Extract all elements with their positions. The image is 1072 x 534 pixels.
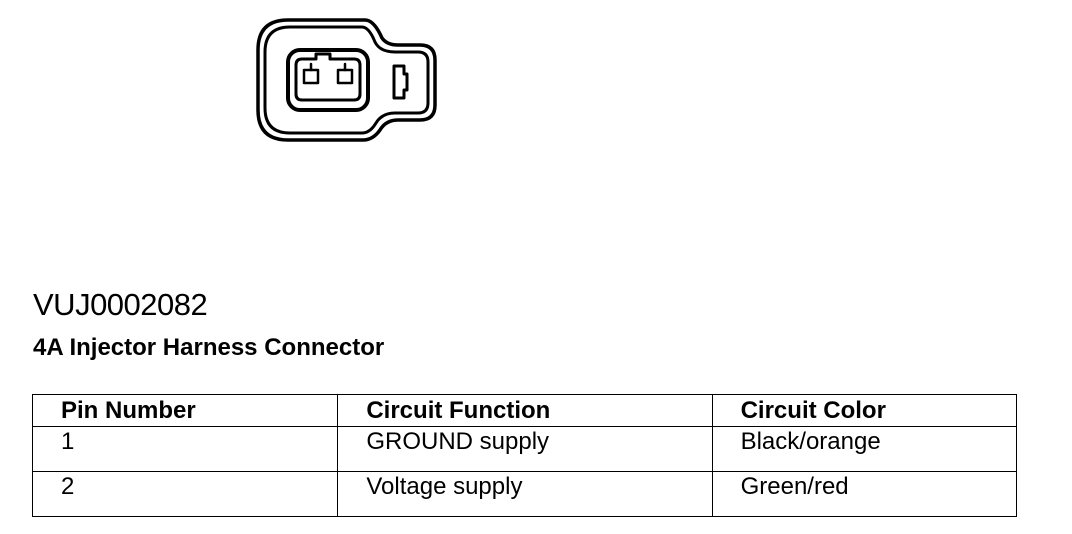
pin-1-slot	[302, 68, 320, 85]
cell-function: Voltage supply	[337, 471, 713, 517]
connector-housing-outer	[256, 18, 437, 142]
table-header-row: Pin Number Circuit Function Circuit Colo…	[31, 394, 1018, 427]
connector-housing-inner	[263, 25, 430, 135]
table-row: 1 GROUND supply Black/orange	[31, 426, 1018, 472]
connector-face-icon	[256, 18, 437, 142]
table-row: 2 Voltage supply Green/red	[31, 471, 1018, 517]
document-id: VUJ0002082	[33, 287, 208, 322]
cell-function: GROUND supply	[337, 426, 713, 472]
pin-table: Pin Number Circuit Function Circuit Colo…	[31, 394, 1018, 517]
page-title: 4A Injector Harness Connector	[33, 334, 385, 361]
cell-color: Green/red	[711, 471, 1018, 517]
terminal-cavity-outer	[286, 48, 370, 112]
column-header-color: Circuit Color	[711, 394, 1018, 427]
cell-pin: 1	[31, 426, 339, 472]
terminal-cavity-inner	[294, 52, 362, 102]
cell-pin: 2	[31, 471, 339, 517]
cell-color: Black/orange	[711, 426, 1018, 472]
column-header-function: Circuit Function	[337, 394, 713, 427]
pin-2-slot	[336, 68, 354, 85]
column-header-pin: Pin Number	[31, 394, 339, 427]
locking-tab	[392, 64, 409, 100]
